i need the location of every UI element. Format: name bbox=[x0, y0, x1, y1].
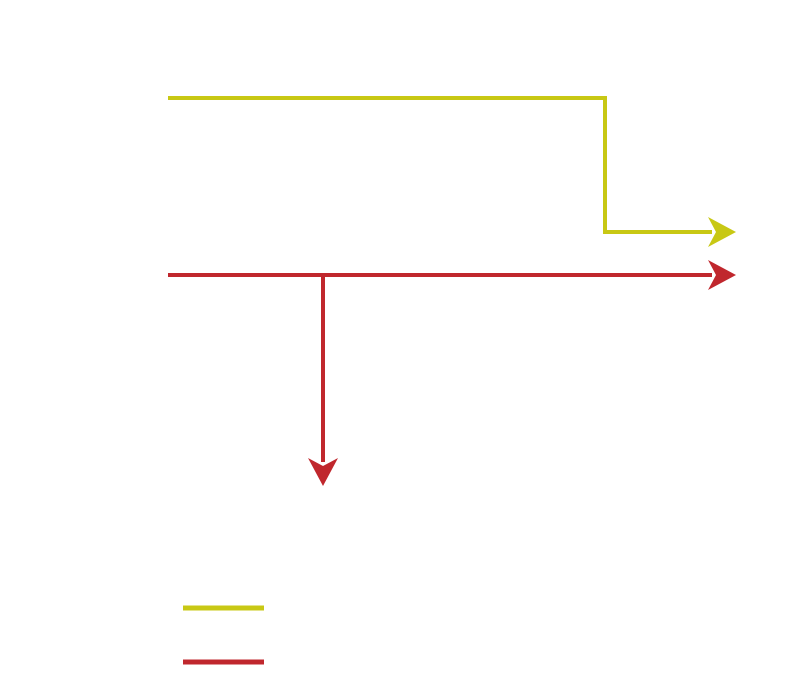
yellow-flow-arrowhead bbox=[708, 217, 736, 247]
legend bbox=[183, 605, 264, 665]
yellow-flow-line bbox=[168, 96, 712, 234]
red-flow-arrowhead bbox=[708, 260, 736, 290]
red-branch-arrowhead bbox=[308, 458, 338, 486]
